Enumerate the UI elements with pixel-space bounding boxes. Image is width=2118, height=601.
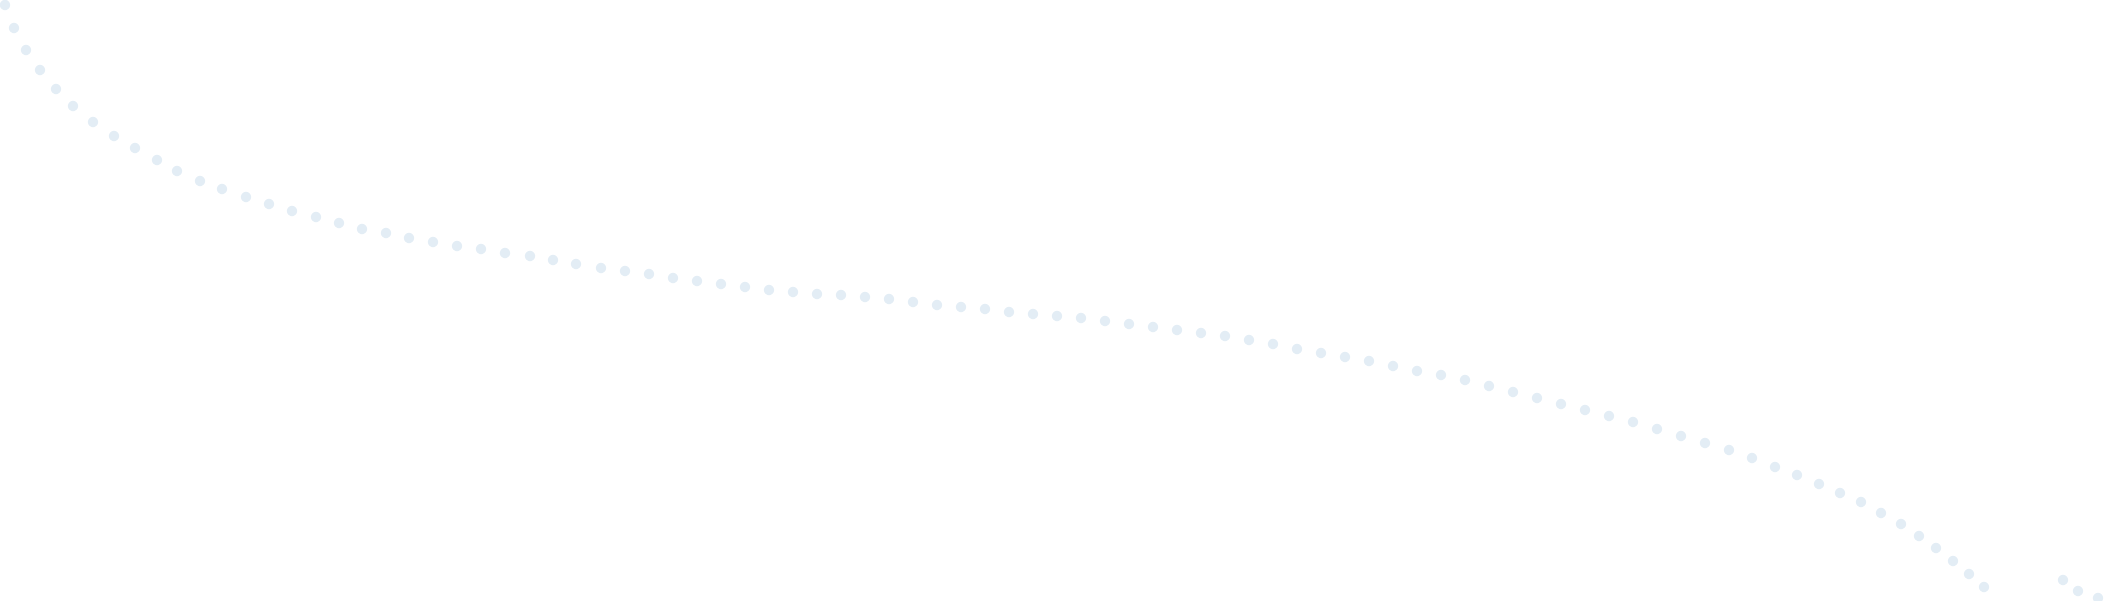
curve-dot	[691, 275, 703, 287]
curve-dot	[883, 293, 895, 305]
curve-dot	[171, 165, 183, 177]
curve-dot	[1363, 355, 1375, 367]
curve-dot	[907, 296, 919, 308]
curve-dot	[1603, 410, 1615, 422]
curve-dot	[1947, 555, 1959, 567]
curve-dot	[1978, 581, 1990, 593]
curve-dot	[50, 83, 62, 95]
curve-dot	[1746, 452, 1758, 464]
curve-dot	[811, 288, 823, 300]
curve-dot	[380, 227, 392, 239]
curve-dot	[1675, 430, 1687, 442]
curve-dot	[643, 268, 655, 280]
curve-dot	[619, 265, 631, 277]
curve-dot	[67, 100, 79, 112]
curve-dot	[310, 211, 322, 223]
curve-dot	[1243, 334, 1255, 346]
curve-dot	[286, 205, 298, 217]
curve-dot	[1627, 416, 1639, 428]
curve-dot	[151, 154, 163, 166]
curve-dot	[1531, 392, 1543, 404]
curve-dot	[8, 22, 20, 34]
curve-dot	[1579, 404, 1591, 416]
curve-dot	[263, 198, 275, 210]
curve-dot	[1769, 461, 1781, 473]
curve-dot	[87, 116, 99, 128]
curve-dot	[20, 44, 32, 56]
curve-dot	[216, 183, 228, 195]
curve-dot	[1895, 518, 1907, 530]
curve-dot	[667, 272, 679, 284]
curve-dot	[1123, 318, 1135, 330]
curve-dot	[955, 301, 967, 313]
curve-dot	[787, 286, 799, 298]
curve-dot	[715, 278, 727, 290]
curve-dot	[403, 232, 415, 244]
curve-dot	[240, 191, 252, 203]
curve-dot	[835, 289, 847, 301]
curve-dot	[1003, 306, 1015, 318]
curve-dot	[1813, 478, 1825, 490]
curve-dot	[1791, 469, 1803, 481]
curve-dot	[1507, 386, 1519, 398]
curve-dot	[2072, 585, 2084, 597]
curve-dot	[1834, 487, 1846, 499]
curve-dot	[570, 258, 582, 270]
curve-dot	[451, 240, 463, 252]
curve-dot	[499, 247, 511, 259]
curve-dot	[427, 236, 439, 248]
curve-dot	[1387, 360, 1399, 372]
curve-dot	[1699, 437, 1711, 449]
curve-dot	[1339, 351, 1351, 363]
curve-dot	[2092, 592, 2104, 601]
curve-dot	[475, 243, 487, 255]
curve-dot	[547, 254, 559, 266]
curve-dot	[1555, 398, 1567, 410]
curve-dot	[34, 64, 46, 76]
curve-dot	[333, 217, 345, 229]
curve-dot	[1875, 507, 1887, 519]
curve-dot	[524, 250, 536, 262]
curve-dot	[1075, 312, 1087, 324]
curve-dot	[2057, 574, 2069, 586]
curve-dot	[595, 262, 607, 274]
curve-dot	[1930, 542, 1942, 554]
curve-dot	[739, 281, 751, 293]
curve-dot	[1267, 338, 1279, 350]
curve-dot	[108, 130, 120, 142]
curve-dot	[1913, 530, 1925, 542]
curve-dot	[1099, 315, 1111, 327]
curve-dot	[1051, 310, 1063, 322]
curve-dot	[1459, 374, 1471, 386]
curve-dot	[1195, 327, 1207, 339]
curve-dot	[979, 303, 991, 315]
curve-dot	[0, 0, 11, 11]
curve-dot	[194, 175, 206, 187]
curve-dot	[763, 284, 775, 296]
curve-dot	[1435, 369, 1447, 381]
curve-dot	[1219, 330, 1231, 342]
curve-dot	[1651, 423, 1663, 435]
curve-dot	[1483, 380, 1495, 392]
curve-dot	[1291, 343, 1303, 355]
curve-dot	[1855, 496, 1867, 508]
curve-dot	[1963, 568, 1975, 580]
curve-dot	[1147, 321, 1159, 333]
curve-dot	[1411, 365, 1423, 377]
curve-dot	[859, 291, 871, 303]
curve-dot	[1027, 308, 1039, 320]
curve-dot	[1171, 324, 1183, 336]
curve-dot	[931, 299, 943, 311]
curve-dot	[1315, 347, 1327, 359]
curve-dot	[1723, 444, 1735, 456]
curve-dot	[356, 223, 368, 235]
curve-dot	[129, 142, 141, 154]
